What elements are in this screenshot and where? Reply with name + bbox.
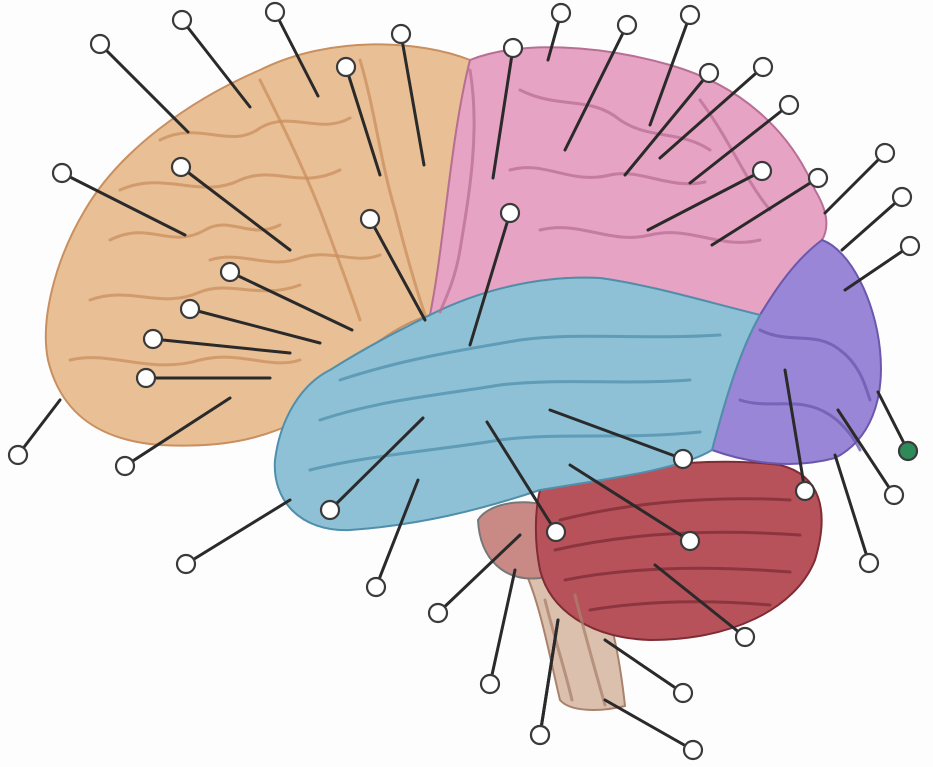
label-marker[interactable] xyxy=(700,64,718,82)
leader-line xyxy=(18,400,60,455)
label-marker[interactable] xyxy=(754,58,772,76)
parietal-lobe-region xyxy=(430,47,826,315)
label-marker[interactable] xyxy=(674,684,692,702)
label-marker[interactable] xyxy=(501,204,519,222)
label-marker[interactable] xyxy=(361,210,379,228)
label-marker[interactable] xyxy=(429,604,447,622)
label-marker[interactable] xyxy=(885,486,903,504)
label-marker[interactable] xyxy=(173,11,191,29)
label-marker[interactable] xyxy=(618,16,636,34)
label-marker[interactable] xyxy=(681,6,699,24)
leader-line xyxy=(490,570,515,684)
label-marker[interactable] xyxy=(736,628,754,646)
label-marker[interactable] xyxy=(144,330,162,348)
label-marker[interactable] xyxy=(504,39,522,57)
label-marker[interactable] xyxy=(547,523,565,541)
label-marker[interactable] xyxy=(53,164,71,182)
label-marker[interactable] xyxy=(9,446,27,464)
leader-line xyxy=(835,455,869,563)
label-marker[interactable] xyxy=(392,25,410,43)
label-marker[interactable] xyxy=(481,675,499,693)
label-marker[interactable] xyxy=(684,741,702,759)
leader-line xyxy=(845,246,910,290)
label-marker[interactable] xyxy=(809,169,827,187)
leader-line xyxy=(100,44,188,132)
label-marker[interactable] xyxy=(91,35,109,53)
label-marker[interactable] xyxy=(796,482,814,500)
label-marker[interactable] xyxy=(181,300,199,318)
label-marker[interactable] xyxy=(337,58,355,76)
label-marker[interactable] xyxy=(876,144,894,162)
label-marker[interactable] xyxy=(266,3,284,21)
label-marker[interactable] xyxy=(367,578,385,596)
label-marker[interactable] xyxy=(116,457,134,475)
leader-line xyxy=(605,700,693,750)
label-marker[interactable] xyxy=(137,369,155,387)
label-marker[interactable] xyxy=(901,237,919,255)
label-marker[interactable] xyxy=(552,4,570,22)
label-marker[interactable] xyxy=(531,726,549,744)
leader-line xyxy=(186,500,290,564)
label-marker-selected[interactable] xyxy=(899,442,917,460)
leader-line xyxy=(825,153,885,213)
label-marker[interactable] xyxy=(674,450,692,468)
leader-line xyxy=(842,197,902,250)
label-marker[interactable] xyxy=(321,501,339,519)
label-marker[interactable] xyxy=(753,162,771,180)
label-marker[interactable] xyxy=(893,188,911,206)
label-marker[interactable] xyxy=(177,555,195,573)
label-marker[interactable] xyxy=(172,158,190,176)
label-marker[interactable] xyxy=(860,554,878,572)
label-marker[interactable] xyxy=(681,532,699,550)
label-marker[interactable] xyxy=(780,96,798,114)
label-marker[interactable] xyxy=(221,263,239,281)
